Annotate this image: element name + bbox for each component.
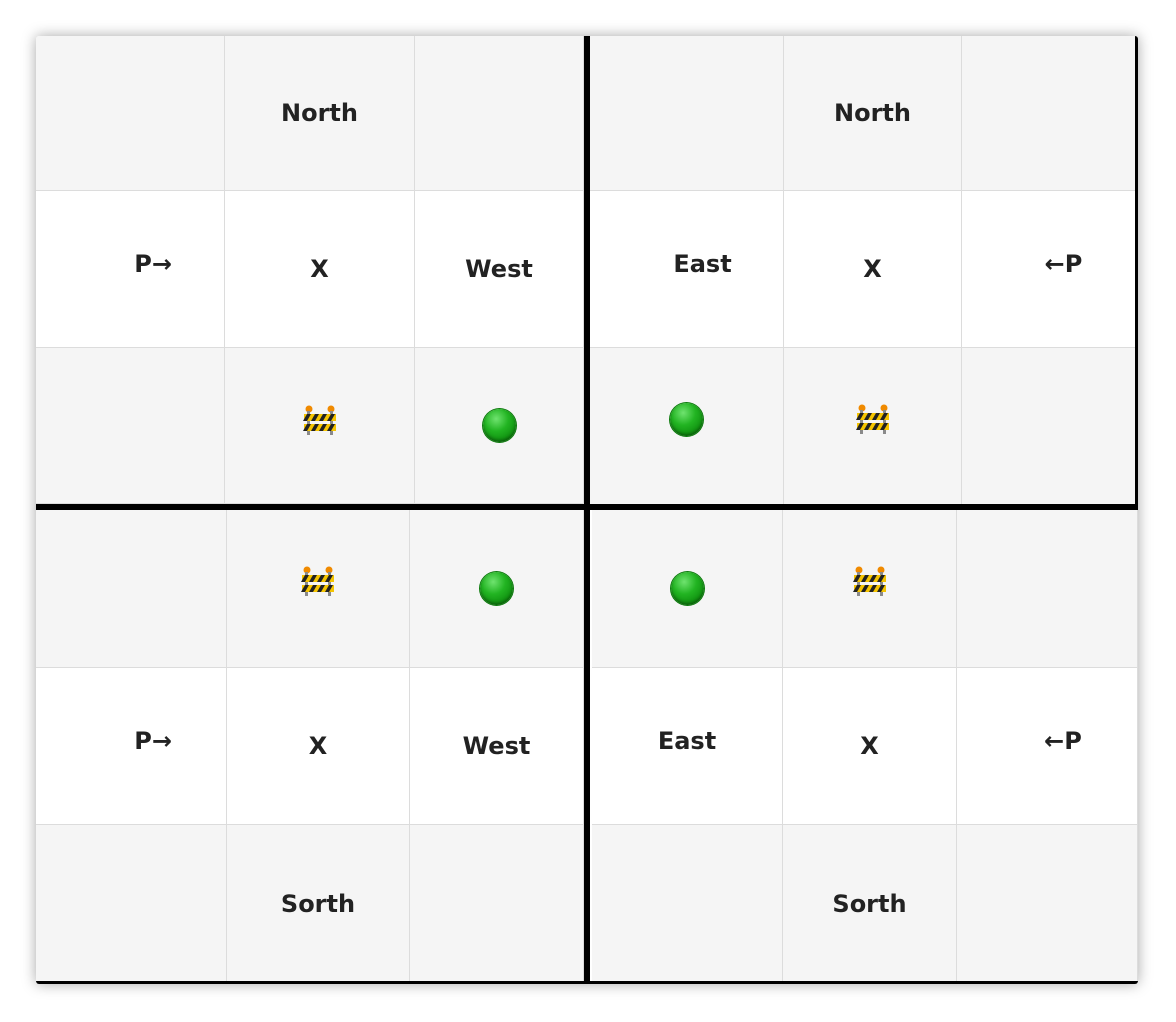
- grid-cell-north-label: North: [784, 36, 962, 191]
- grid-cell-x: X: [783, 668, 957, 825]
- grid-cell-roadblock: [783, 510, 957, 668]
- sorth-label: Sorth: [832, 890, 907, 918]
- grid-cell-east-label: East: [590, 191, 784, 348]
- quadrant-top-left: North P→ X West: [36, 36, 584, 504]
- grid-cell-east-label: East: [592, 668, 783, 825]
- grid-cell: [36, 36, 225, 191]
- x-label: X: [860, 732, 879, 760]
- north-label: North: [281, 99, 358, 127]
- grid-cell-roadblock: [784, 348, 962, 506]
- grid-cell-sorth-label: Sorth: [227, 825, 410, 984]
- quadrant-top-right: North East X ←P: [590, 36, 1138, 506]
- grid-cell: [957, 825, 1138, 984]
- grid-cell: [415, 36, 584, 191]
- grid-cell-player: P→: [36, 191, 225, 348]
- north-label: North: [834, 99, 911, 127]
- grid-cell-x: X: [784, 191, 962, 348]
- horizontal-divider: [36, 504, 1138, 510]
- sorth-label: Sorth: [280, 890, 356, 918]
- grid-cell-player: P→: [36, 668, 227, 825]
- east-label: East: [673, 250, 732, 278]
- quadrant-bottom-right: East X ←P Sorth: [592, 510, 1138, 984]
- grid-cell-start: [590, 348, 784, 506]
- west-label: West: [465, 255, 533, 283]
- grid-cell: [957, 510, 1138, 668]
- x-label: X: [310, 255, 329, 283]
- grid-cell-x: X: [227, 668, 410, 825]
- grid-cell: [410, 825, 584, 984]
- x-label: X: [308, 732, 328, 760]
- grid-cell-start: [410, 510, 584, 668]
- roadblock-icon: [301, 566, 334, 596]
- x-label: X: [863, 255, 882, 283]
- grid-cell: [962, 348, 1138, 506]
- grid-cell: [36, 348, 225, 504]
- grid-cell: [36, 510, 227, 668]
- player-right-label: P→: [134, 727, 172, 755]
- grid-cell-x: X: [225, 191, 415, 348]
- grid-cell-start: [592, 510, 783, 668]
- player-right-label: P→: [134, 250, 172, 278]
- grid-cell: [590, 36, 784, 191]
- quadrant-bottom-left: P→ X West Sorth: [36, 510, 584, 984]
- green-dot-icon: [670, 572, 704, 605]
- roadblock-icon: [855, 404, 889, 434]
- roadblock-icon: [852, 566, 886, 596]
- grid-cell: [962, 36, 1138, 191]
- west-label: West: [462, 732, 531, 760]
- grid-cell-north-label: North: [225, 36, 415, 191]
- puzzle-frame: North P→ X West: [36, 36, 1138, 984]
- green-dot-icon: [480, 572, 513, 605]
- player-left-label: ←P: [1044, 250, 1083, 278]
- player-left-label: ←P: [1044, 727, 1082, 755]
- bottom-edge-line: [36, 981, 1138, 984]
- grid-cell-roadblock: [225, 348, 415, 504]
- grid-cell-player: ←P: [957, 668, 1138, 825]
- grid-cell-sorth-label: Sorth: [783, 825, 957, 984]
- grid-cell-player: ←P: [962, 191, 1138, 348]
- vertical-divider: [584, 36, 590, 984]
- grid-cell-west-label: West: [410, 668, 584, 825]
- east-label: East: [657, 727, 717, 755]
- green-dot-icon: [482, 409, 516, 442]
- roadblock-icon: [302, 405, 336, 435]
- grid-cell-west-label: West: [415, 191, 584, 348]
- grid-cell-roadblock: [227, 510, 410, 668]
- grid-cell-start: [415, 348, 584, 504]
- green-dot-icon: [670, 403, 703, 436]
- grid-cell: [592, 825, 783, 984]
- right-edge-line: [1135, 36, 1138, 506]
- grid-cell: [36, 825, 227, 984]
